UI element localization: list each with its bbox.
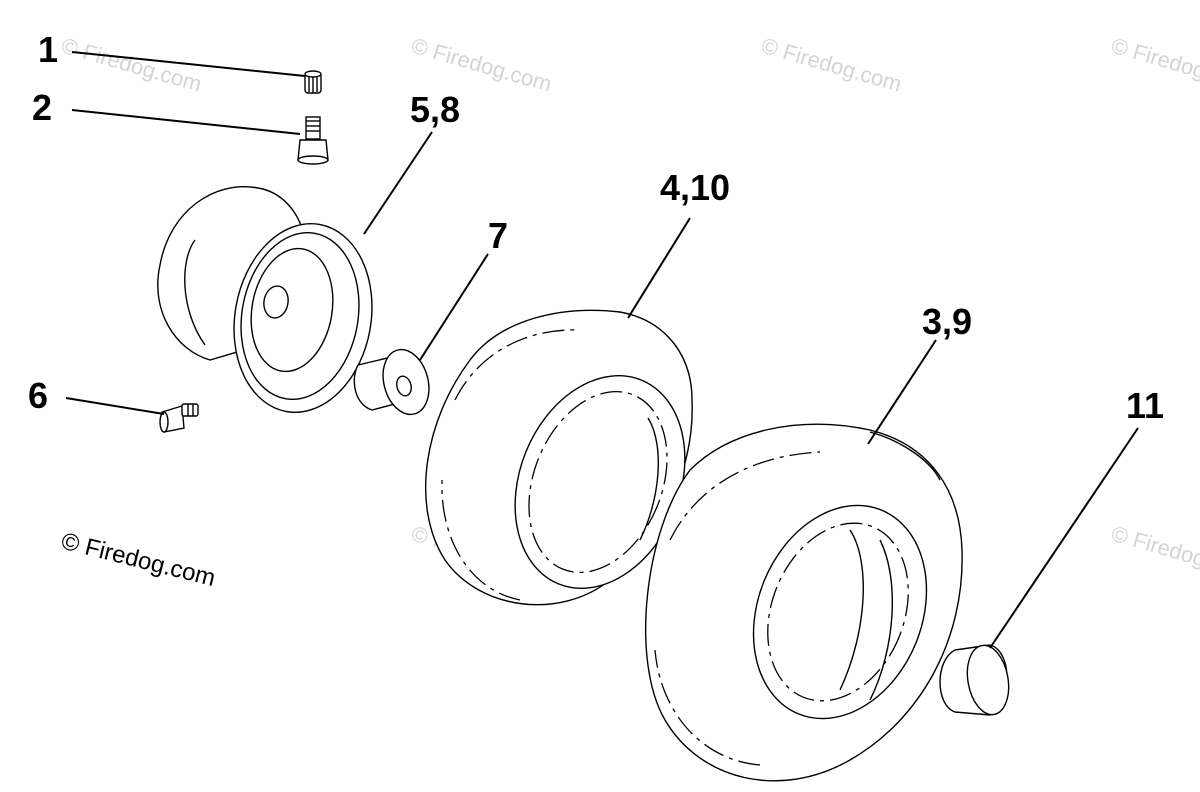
callout-labels: 1 2 5,8 4,10 7 3,9 6 11: [28, 29, 1164, 426]
watermark-7: © Firedog.com: [1109, 521, 1200, 585]
watermark-3: © Firedog.com: [1109, 33, 1200, 97]
watermark-4: © Firedog.com: [59, 33, 205, 97]
part-grease-fitting: [159, 403, 199, 433]
callout-6: 6: [28, 375, 48, 416]
callout-3-9: 3,9: [922, 301, 972, 342]
leader-2: [71, 109, 301, 135]
leader-lines: [65, 51, 1139, 649]
leader-11: [989, 427, 1139, 649]
part-tire-front: [424, 309, 693, 606]
part-tire-rear: [645, 423, 963, 782]
leader-410: [627, 217, 691, 319]
leader-6: [65, 397, 165, 415]
part-hub-cap: [939, 644, 1010, 716]
leader-7: [419, 253, 489, 361]
leader-58: [363, 131, 433, 235]
leader-1: [71, 51, 306, 77]
callout-5-8: 5,8: [410, 89, 460, 130]
callout-4-10: 4,10: [660, 167, 730, 208]
watermark-1: © Firedog.com: [409, 33, 555, 97]
callout-1: 1: [38, 29, 58, 70]
part-valve-cap: [304, 70, 322, 94]
callout-2: 2: [32, 87, 52, 128]
callout-7: 7: [488, 215, 508, 256]
copyright-text: © Firedog.com: [59, 528, 219, 592]
callout-11: 11: [1126, 385, 1164, 426]
part-wheel-rim: [157, 186, 373, 413]
part-bushing: [353, 348, 430, 416]
part-valve-stem: [297, 116, 329, 165]
watermark-2: © Firedog.com: [759, 33, 905, 97]
leader-39: [867, 339, 937, 445]
